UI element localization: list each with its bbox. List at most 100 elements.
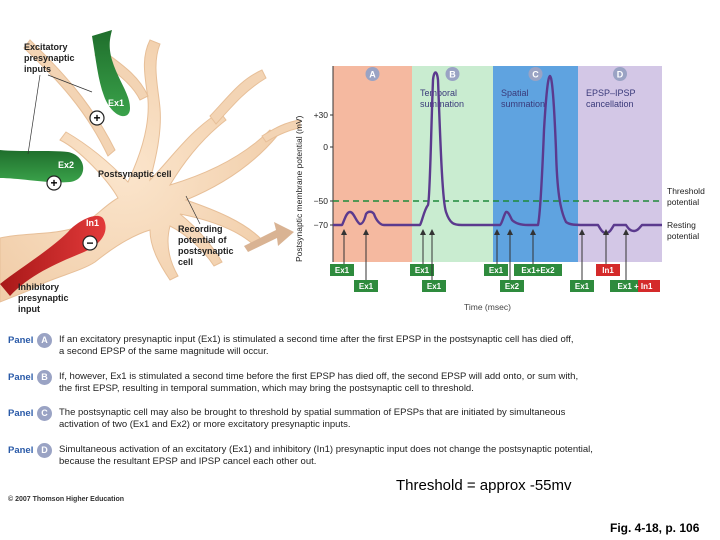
panel-band-d xyxy=(578,66,662,262)
panel-note-text: Simultaneous activation of an excitatory… xyxy=(59,444,654,468)
input-box xyxy=(354,280,378,292)
y-tick-label: −50 xyxy=(314,196,329,206)
input-box-label: Ex1 xyxy=(359,282,374,291)
recording-arrow-icon xyxy=(244,222,294,252)
minus-sign-in1: − xyxy=(86,236,93,250)
leader-line xyxy=(47,74,93,93)
threshold-label: Threshold xyxy=(667,186,705,196)
panel-note-text: The postsynaptic cell may also be brough… xyxy=(59,407,654,431)
excitatory-label-line: inputs xyxy=(24,64,51,74)
plus-sign-ex1: + xyxy=(93,111,100,125)
y-tick-label: +30 xyxy=(314,110,329,120)
plus-sign-icon xyxy=(46,175,62,191)
ex1-terminal-label: Ex1 xyxy=(108,98,124,108)
copyright-text: © 2007 Thomson Higher Education xyxy=(8,496,125,503)
panel-title: summation xyxy=(420,99,464,109)
panel-note-line: a second EPSP of the same magnitude will… xyxy=(59,346,269,357)
input-box-label: Ex1 xyxy=(575,282,590,291)
minus-sign-icon xyxy=(82,235,98,251)
panel-note-line: If an excitatory presynaptic input (Ex1)… xyxy=(59,334,574,345)
panel-note-letter: B xyxy=(37,370,52,385)
excitatory-label: Excitatory presynaptic inputs xyxy=(24,42,75,74)
panel-note-tag: Panel xyxy=(8,408,34,419)
threshold-note: Threshold = approx -55mv xyxy=(396,477,572,494)
input-box-label: In1 xyxy=(602,266,614,275)
resting-label: Resting xyxy=(667,220,696,230)
input-box xyxy=(410,264,434,276)
inhibitory-label-line: input xyxy=(18,304,40,314)
input-box-label: Ex1 + In1 xyxy=(618,282,653,291)
input-box-label: Ex1 xyxy=(489,266,504,275)
input-box-label: Ex1 xyxy=(427,282,442,291)
ex2-terminal xyxy=(0,150,84,183)
input-box-label: Ex1 xyxy=(415,266,430,275)
input-box xyxy=(422,280,446,292)
panel-note-tag: Panel xyxy=(8,445,34,456)
panel-note-tag: Panel xyxy=(8,372,34,383)
panel-note-line: The postsynaptic cell may also be brough… xyxy=(59,407,566,418)
dendrite-branch xyxy=(209,69,267,125)
input-box xyxy=(596,264,620,276)
panel-note-letter: C xyxy=(37,406,52,421)
input-box-label: Ex1 xyxy=(335,266,350,275)
plus-sign-ex2: + xyxy=(50,176,57,190)
panel-letter: B xyxy=(449,70,456,80)
x-axis-label: Time (msec) xyxy=(464,302,511,312)
y-tick-label: 0 xyxy=(323,142,328,152)
panel-badge-a xyxy=(365,67,380,81)
panel-note-line: Simultaneous activation of an excitatory… xyxy=(59,444,593,455)
input-box-inhibitory-part xyxy=(638,280,660,292)
panel-title: summation xyxy=(501,99,545,109)
threshold-label: potential xyxy=(667,197,699,207)
panel-note-line: because the resultant EPSP and IPSP canc… xyxy=(59,456,317,467)
input-box xyxy=(484,264,508,276)
resting-label: potential xyxy=(667,231,699,241)
dendrite-branch xyxy=(261,119,301,143)
panel-title: Spatial xyxy=(501,88,529,98)
recording-label-line: Recording xyxy=(178,224,223,234)
panel-note-line: If, however, Ex1 is stimulated a second … xyxy=(59,371,579,382)
inhibitory-label-line: Inhibitory xyxy=(18,282,59,292)
input-box xyxy=(514,264,562,276)
in1-terminal xyxy=(0,215,106,296)
ex1-terminal xyxy=(92,30,130,117)
plus-sign-icon xyxy=(89,110,105,126)
panel-note-text: If an excitatory presynaptic input (Ex1)… xyxy=(59,334,654,358)
panel-title: EPSP–IPSP xyxy=(586,88,636,98)
panel-band-a xyxy=(333,66,412,262)
neuron-illustration: + + − Ex1 Ex2 In1 Excitatory presynaptic… xyxy=(0,30,301,314)
recording-label-line: potential of xyxy=(178,235,227,245)
recording-label-line: postsynaptic xyxy=(178,246,234,256)
panel-badge-c xyxy=(528,67,543,81)
y-tick-label: −70 xyxy=(314,220,329,230)
panel-letter: C xyxy=(532,70,539,80)
input-box-label: Ex2 xyxy=(505,282,520,291)
postsynaptic-cell-label: Postsynaptic cell xyxy=(98,169,172,179)
panel-note-line: activation of two (Ex1 and Ex2) or more … xyxy=(59,419,351,430)
leader-line xyxy=(185,195,201,225)
inhibitory-label-line: presynaptic xyxy=(18,293,69,303)
input-box xyxy=(500,280,524,292)
panel-letter: D xyxy=(617,70,624,80)
excitatory-label-line: Excitatory xyxy=(24,42,68,52)
dendrite-branch xyxy=(23,39,116,157)
membrane-potential-trace xyxy=(333,71,662,235)
excitatory-label-line: presynaptic xyxy=(24,53,75,63)
panel-letter: A xyxy=(369,70,376,80)
in1-terminal-label: In1 xyxy=(86,218,99,228)
panel-note-line: the first EPSP, resulting in temporal su… xyxy=(59,383,474,394)
panel-badge-b xyxy=(445,67,460,81)
inhibitory-label: Inhibitory presynaptic input xyxy=(18,282,69,314)
leader-line xyxy=(27,74,41,155)
figure-reference: Fig. 4-18, p. 106 xyxy=(610,521,700,535)
panel-note-letter: D xyxy=(37,443,52,458)
recording-label: Recording potential of postsynaptic cell xyxy=(178,224,234,267)
panel-title: cancellation xyxy=(586,99,634,109)
y-axis-label: Postsynaptic membrane potential (mV) xyxy=(294,115,304,262)
